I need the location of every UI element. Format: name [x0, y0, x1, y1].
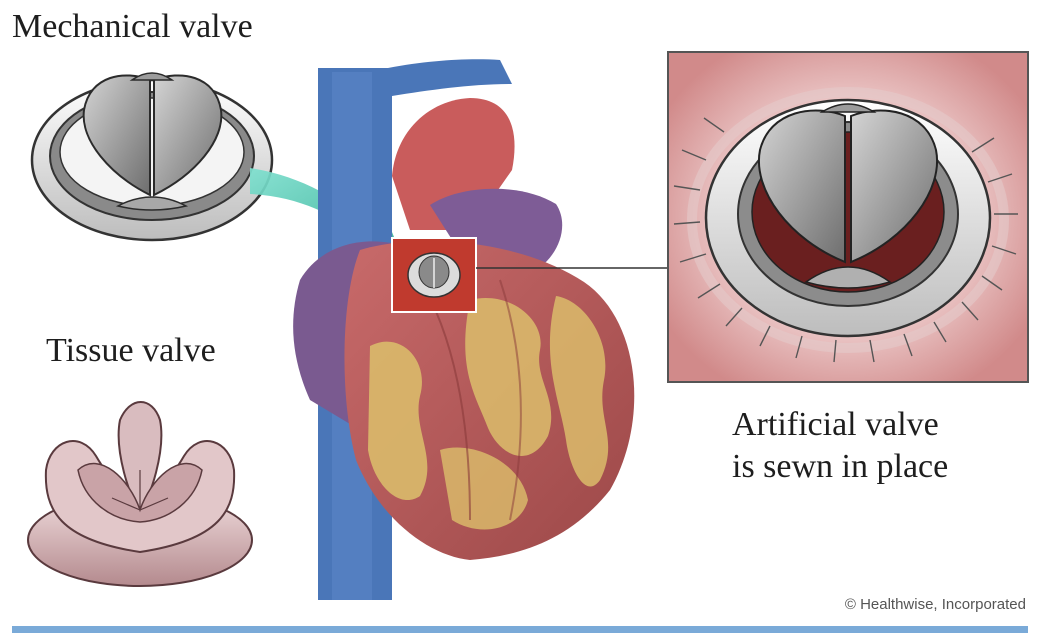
mechanical-valve-drawing [32, 73, 272, 240]
inset-closeup [668, 52, 1028, 382]
tissue-valve-label: Tissue valve [46, 332, 216, 370]
caption-line-1: Artificial valve [732, 404, 948, 446]
inset-caption: Artificial valve is sewn in place [732, 404, 948, 488]
copyright-credit: © Healthwise, Incorporated [845, 596, 1026, 613]
caption-line-2: is sewn in place [732, 446, 948, 488]
tissue-valve-drawing [28, 402, 252, 586]
mechanical-valve-label: Mechanical valve [12, 8, 253, 46]
bottom-accent-bar [12, 626, 1028, 633]
heart-illustration [293, 59, 634, 600]
